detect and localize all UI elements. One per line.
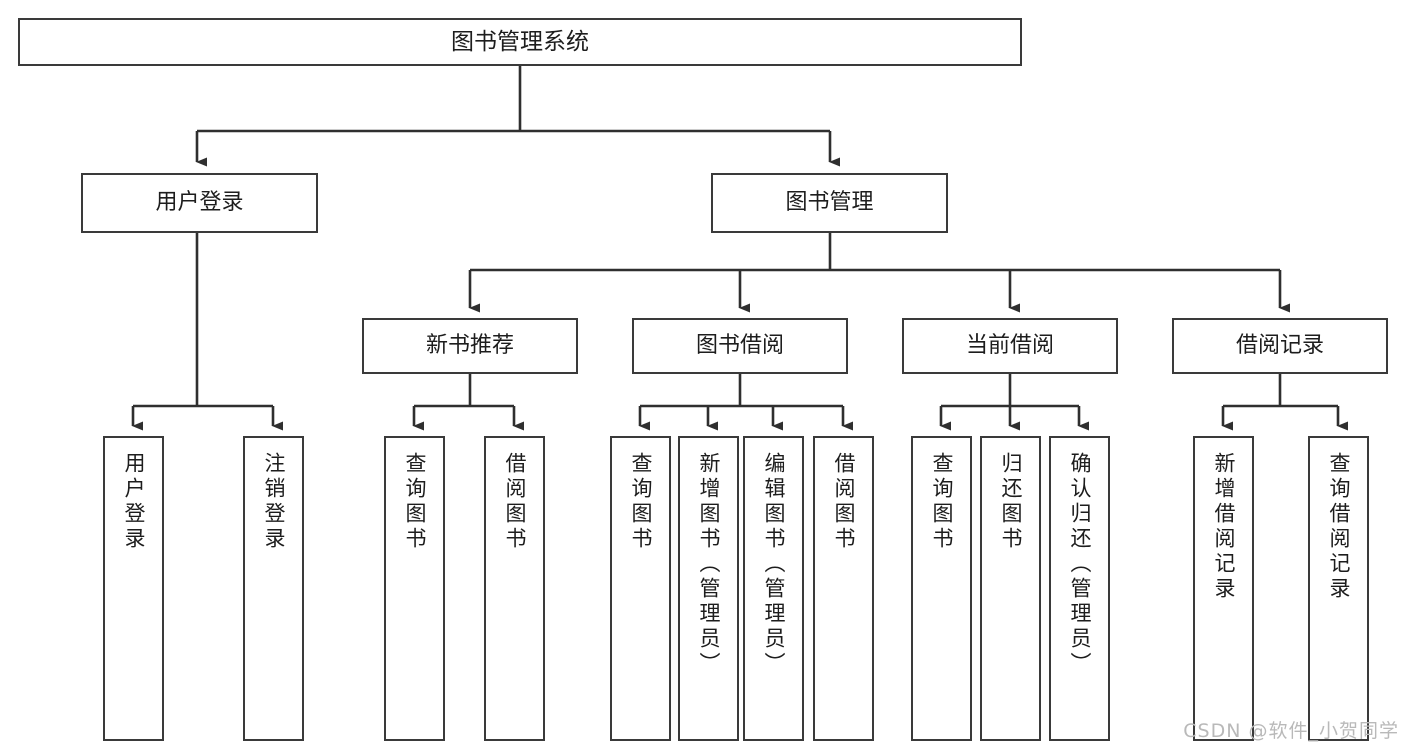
leaf-query-books-current[interactable]: 查询图书 bbox=[911, 436, 972, 741]
node-label: 图书借阅 bbox=[695, 333, 784, 358]
node-book-management[interactable]: 图书管理 bbox=[711, 173, 948, 233]
node-label: 图书管理系统 bbox=[451, 28, 589, 55]
leaf-add-borrow-record[interactable]: 新增借阅记录 bbox=[1193, 436, 1254, 741]
leaf-logout[interactable]: 注销登录 bbox=[243, 436, 304, 741]
node-label: 查询图书 bbox=[930, 452, 954, 552]
node-root-library-system[interactable]: 图书管理系统 bbox=[18, 18, 1022, 66]
node-book-borrow[interactable]: 图书借阅 bbox=[632, 318, 848, 374]
leaf-return-books[interactable]: 归还图书 bbox=[980, 436, 1041, 741]
node-label: 注销登录 bbox=[262, 452, 286, 552]
node-label: 新书推荐 bbox=[425, 333, 514, 358]
csdn-watermark: CSDN @软件_小贺同学 bbox=[1183, 720, 1399, 742]
node-label: 确认归还（管理员） bbox=[1068, 452, 1092, 677]
leaf-borrow-books-recommend[interactable]: 借阅图书 bbox=[484, 436, 545, 741]
node-label: 新增图书（管理员） bbox=[697, 452, 721, 677]
node-current-borrow[interactable]: 当前借阅 bbox=[902, 318, 1118, 374]
node-label: 编辑图书（管理员） bbox=[762, 452, 786, 677]
leaf-edit-book-admin[interactable]: 编辑图书（管理员） bbox=[743, 436, 804, 741]
node-label: 用户登录 bbox=[122, 452, 146, 552]
node-borrow-record[interactable]: 借阅记录 bbox=[1172, 318, 1388, 374]
node-label: 归还图书 bbox=[999, 452, 1023, 552]
leaf-query-books-recommend[interactable]: 查询图书 bbox=[384, 436, 445, 741]
node-label: 新增借阅记录 bbox=[1212, 452, 1236, 602]
leaf-query-borrow-record[interactable]: 查询借阅记录 bbox=[1308, 436, 1369, 741]
leaf-confirm-return-admin[interactable]: 确认归还（管理员） bbox=[1049, 436, 1110, 741]
node-label: 用户登录 bbox=[155, 190, 244, 215]
node-label: 查询图书 bbox=[403, 452, 427, 552]
node-label: 查询图书 bbox=[629, 452, 653, 552]
node-label: 当前借阅 bbox=[965, 333, 1054, 358]
node-label: 借阅记录 bbox=[1235, 333, 1324, 358]
node-label: 借阅图书 bbox=[832, 452, 856, 552]
node-label: 查询借阅记录 bbox=[1327, 452, 1351, 602]
leaf-user-login[interactable]: 用户登录 bbox=[103, 436, 164, 741]
node-label: 借阅图书 bbox=[503, 452, 527, 552]
node-user-login[interactable]: 用户登录 bbox=[81, 173, 318, 233]
node-new-book-recommend[interactable]: 新书推荐 bbox=[362, 318, 578, 374]
node-label: 图书管理 bbox=[785, 190, 874, 215]
leaf-query-books-borrow[interactable]: 查询图书 bbox=[610, 436, 671, 741]
leaf-borrow-books[interactable]: 借阅图书 bbox=[813, 436, 874, 741]
leaf-add-book-admin[interactable]: 新增图书（管理员） bbox=[678, 436, 739, 741]
